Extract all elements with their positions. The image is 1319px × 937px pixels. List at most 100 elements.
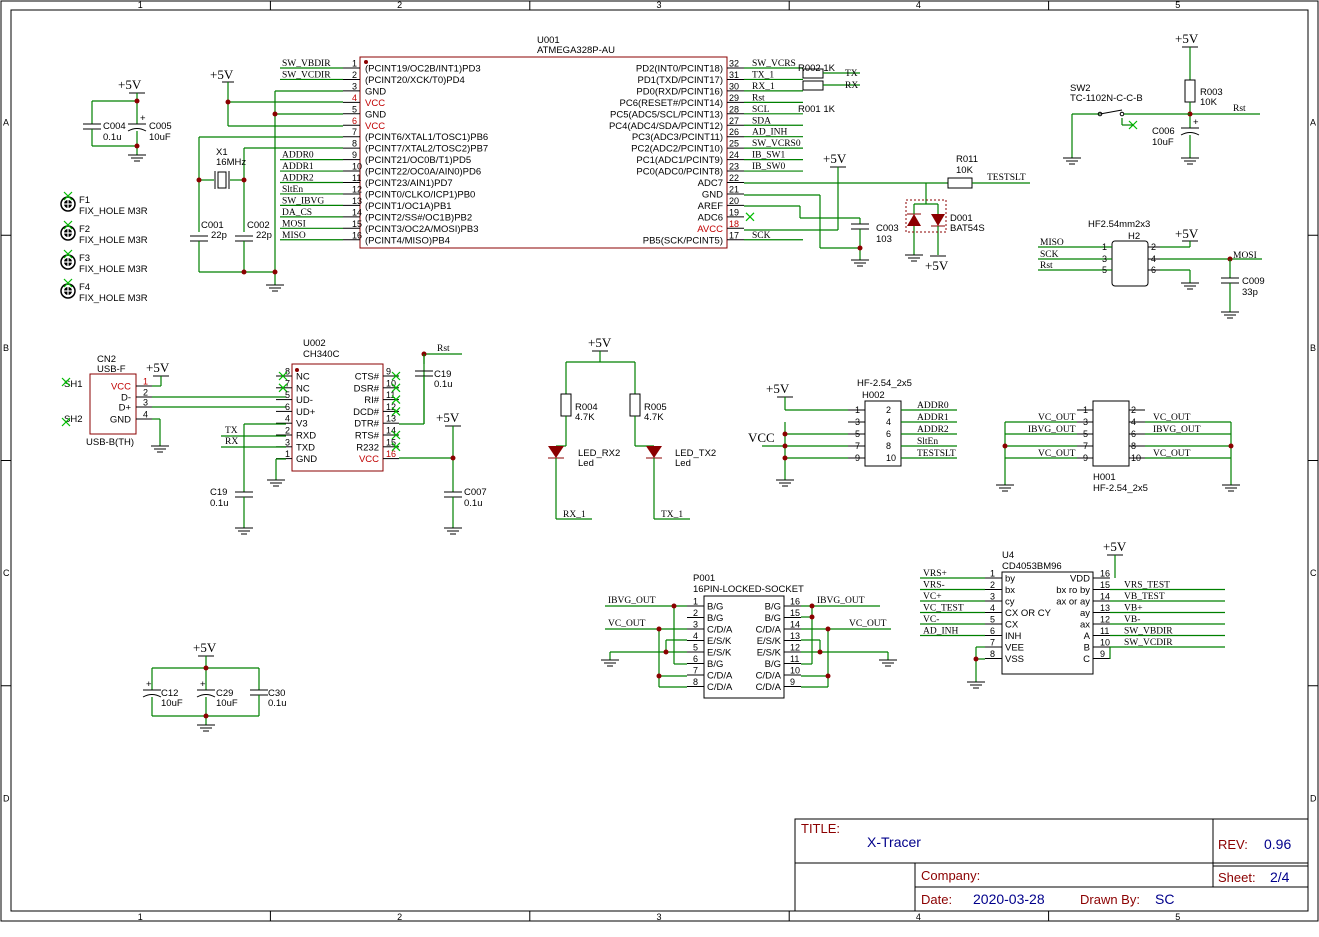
h002-pin-number: 7: [855, 441, 860, 451]
led-tx2-value: Led: [675, 458, 691, 469]
u001-net-label: DA_CS: [282, 208, 312, 218]
h2-pin-number: 3: [1102, 254, 1107, 264]
c006-value: 10uF: [1152, 137, 1174, 148]
h001-pin-number: 6: [1131, 429, 1136, 439]
u4-net-label: SW_VBDIR: [1124, 627, 1173, 637]
u4-pin-name: by: [1005, 574, 1015, 585]
u001-pin-number: 15: [352, 219, 362, 229]
led-tx2-ref: LED_TX2: [675, 448, 716, 459]
u001-pin-name: VCC: [365, 121, 385, 132]
p001-pin-number: 15: [790, 608, 800, 618]
ch340-pin-name: RXD: [296, 431, 316, 442]
ground-symbol: [267, 479, 285, 487]
u001-pin-name: AREF: [698, 201, 724, 212]
u001-pin-number: 7: [352, 127, 357, 137]
ch340-pin-number: 1: [285, 449, 290, 459]
p001-pin-name: B/G: [707, 613, 723, 624]
ground-symbol: [151, 445, 169, 453]
u001-pin-name: (PCINT7/XTAL2/TOSC2)PB7: [365, 144, 488, 155]
u001-net-label: SW_IBVG: [282, 196, 324, 206]
ground-symbol: [1222, 484, 1240, 492]
r005-value: 4.7K: [644, 412, 664, 423]
net-rst-sw: Rst: [1233, 104, 1246, 114]
u001-pin-number: 13: [352, 196, 362, 206]
u001-pin-number: 12: [352, 184, 362, 194]
h002-pin-number: 9: [855, 453, 860, 463]
c002-value: 22p: [256, 230, 272, 241]
ch340-pin-name: VCC: [359, 454, 379, 465]
frame-col-label: 2: [397, 0, 402, 10]
ground-symbol: [444, 527, 462, 535]
u4-pin-name: C: [1083, 654, 1090, 665]
frame-row-label: C: [3, 568, 10, 578]
u4-pin-number: 4: [990, 603, 995, 613]
h001-pin-number: 9: [1083, 453, 1088, 463]
ground-symbol: [967, 681, 985, 689]
cn2-sh1: SH1: [64, 379, 82, 390]
u001-pin-number: 31: [729, 70, 739, 80]
h001-pin-number: 3: [1083, 417, 1088, 427]
frame-col-label: 2: [397, 912, 402, 922]
u4-net-label: VRS-: [923, 581, 945, 591]
p001-pin-number: 10: [790, 666, 800, 676]
h002-ref: H002: [862, 390, 885, 401]
fix-hole-value: FIX_HOLE M3R: [79, 206, 148, 217]
ch340-pin-number: 13: [386, 414, 396, 424]
u4-net-label: SW_VCDIR: [1124, 638, 1173, 648]
u001-pin-number: 1: [352, 59, 357, 69]
drawn-value: SC: [1155, 891, 1174, 907]
frame-col-label: 1: [138, 912, 143, 922]
rev-label: REV:: [1218, 837, 1248, 852]
h001-net-label: VC_OUT: [1038, 413, 1076, 423]
ch340-pin-name: DTR#: [354, 419, 380, 430]
u001-pin-number: 8: [352, 139, 357, 149]
u001-pin-number: 2: [352, 70, 357, 80]
u002-ref: U002: [303, 338, 326, 349]
title-block: TITLE: X-Tracer REV: 0.96 Company: Sheet…: [794, 818, 1309, 912]
u4-part: CD4053BM96: [1002, 561, 1062, 572]
h2-net-label: MISO: [1040, 238, 1064, 248]
svg-text:+: +: [1193, 117, 1199, 128]
h001-net-label: VC_OUT: [1153, 413, 1191, 423]
p001-pin-name: C/D/A: [707, 625, 733, 636]
u4-net-label: VRS+: [923, 569, 947, 579]
u001-net-label: MISO: [282, 231, 306, 241]
u001-net-label: AD_INH: [752, 128, 787, 138]
svg-text:+: +: [140, 113, 146, 124]
u4-pin-number: 13: [1100, 603, 1110, 613]
fix-hole-value: FIX_HOLE M3R: [79, 264, 148, 275]
ch340-pin-name: UD-: [296, 395, 313, 406]
h002-pin-number: 3: [855, 417, 860, 427]
u001-pin-name: (PCINT19/OC2B/INT1)PD3: [365, 64, 481, 75]
c001-ref: C001: [201, 220, 224, 231]
p001-pin-name: C/D/A: [707, 682, 733, 693]
ch340-pin-number: 14: [386, 426, 396, 436]
u001-net-label: ADDR2: [282, 174, 314, 184]
u001-pin-number: 24: [729, 150, 739, 160]
u001-net-label: SCK: [752, 231, 771, 241]
u4-pin-number: 15: [1100, 580, 1110, 590]
r011-value: 10K: [956, 165, 974, 176]
c009-ref: C009: [1242, 276, 1265, 287]
u001-pin-name: (PCINT3/OC2A/MOSI)PB3: [365, 224, 479, 235]
h001-net-label: VC_OUT: [1038, 449, 1076, 459]
cn2-pin-name: D-: [121, 393, 131, 404]
p001-net-ibvg-r: IBVG_OUT: [817, 596, 865, 606]
u001-pin-name: GND: [365, 86, 386, 97]
r002-label: R002 1K: [798, 63, 836, 74]
ch340-pin-name: CTS#: [355, 372, 380, 383]
c009-value: 33p: [1242, 287, 1258, 298]
fix-hole-ref: F1: [79, 195, 90, 206]
ch340-pin-number: 4: [285, 414, 290, 424]
r003-ref: R003: [1200, 87, 1223, 98]
frame-col-label: 5: [1175, 0, 1180, 10]
u001-pin-name: (PCINT0/CLKO/ICP1)PB0: [365, 189, 475, 200]
p001-pin-number: 14: [790, 620, 800, 630]
u4-pin-number: 1: [990, 569, 995, 579]
u4-pin-name: bx ro by: [1056, 585, 1090, 596]
sw2-ref: SW2: [1070, 83, 1091, 94]
h001-pin-number: 7: [1083, 441, 1088, 451]
frame-col-label: 3: [657, 912, 662, 922]
u001-pin-number: 26: [729, 127, 739, 137]
